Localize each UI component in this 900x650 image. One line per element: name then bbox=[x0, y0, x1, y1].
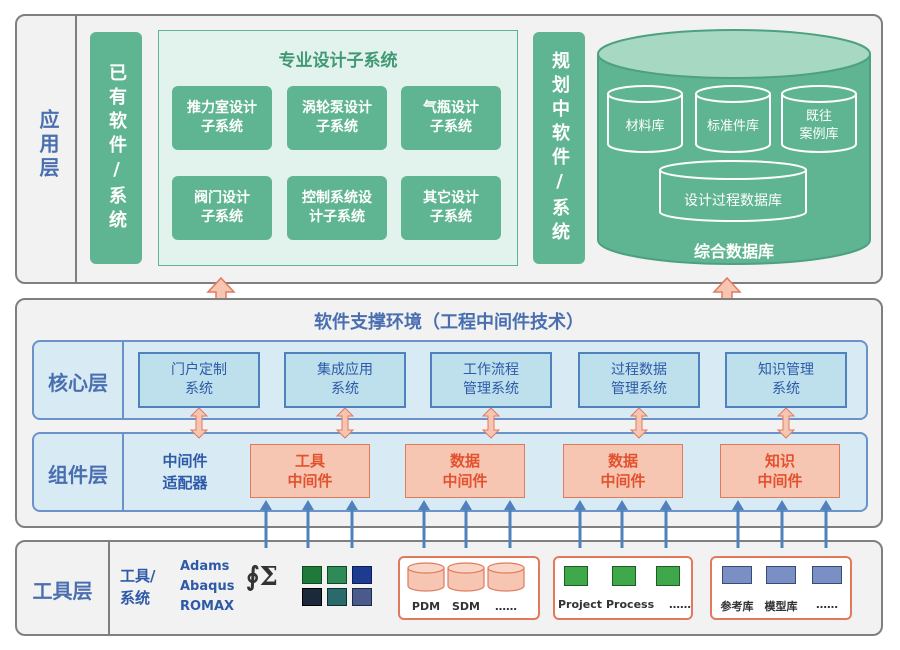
support-environment-title: 软件支撑环境（工程中间件技术） bbox=[314, 312, 584, 333]
database-cylinder bbox=[607, 85, 683, 153]
software-name: Adams bbox=[180, 559, 230, 574]
map-icon bbox=[327, 588, 347, 606]
library-icon bbox=[722, 566, 752, 584]
middleware-box: 工具 中间件 bbox=[250, 444, 370, 498]
core-component-arrows bbox=[189, 407, 796, 439]
database-item-label: 既往 案例库 bbox=[799, 109, 839, 142]
data-cylinder bbox=[407, 562, 445, 592]
library-tool-label: …… bbox=[816, 598, 838, 611]
up-arrow bbox=[460, 500, 472, 548]
data-cylinders bbox=[407, 562, 525, 592]
scan-icon bbox=[302, 588, 322, 606]
core-arrow bbox=[481, 407, 501, 439]
data-cylinder bbox=[447, 562, 485, 592]
data-tool-label: PDM bbox=[411, 600, 441, 613]
up-arrow bbox=[574, 500, 586, 548]
tools-layer-divider bbox=[108, 542, 110, 634]
database-cylinder bbox=[781, 85, 857, 153]
math-symbols: ∮Σ bbox=[246, 562, 278, 592]
globe-icon bbox=[352, 566, 372, 584]
process-tool-label: …… bbox=[669, 598, 691, 611]
up-arrow bbox=[820, 500, 832, 548]
up-arrow bbox=[418, 500, 430, 548]
core-item-box: 门户定制 系统 bbox=[138, 352, 260, 408]
up-arrow bbox=[260, 500, 272, 548]
up-arrow bbox=[660, 500, 672, 548]
core-item-box: 知识管理 系统 bbox=[725, 352, 847, 408]
database-cylinder bbox=[695, 85, 771, 153]
up-arrow bbox=[776, 500, 788, 548]
design-subsystem-item: 推力室设计 子系统 bbox=[172, 86, 272, 150]
design-subsystem-item: 气瓶设计 子系统 bbox=[401, 86, 501, 150]
process-icon bbox=[656, 566, 680, 586]
design-subsystem-title: 专业设计子系统 bbox=[278, 51, 398, 71]
middleware-box: 数据 中间件 bbox=[563, 444, 683, 498]
data-tool-label: SDM bbox=[452, 600, 480, 613]
process-database-label: 设计过程数据库 bbox=[684, 193, 782, 209]
gear-icon bbox=[352, 588, 372, 606]
core-layer-label: 核心层 bbox=[48, 371, 108, 395]
tool-component-arrows bbox=[260, 500, 832, 548]
database-item-label: 材料库 bbox=[625, 119, 665, 134]
tools-layer-label: 工具层 bbox=[32, 579, 93, 603]
application-layer-divider bbox=[75, 16, 77, 282]
core-item-box: 集成应用 系统 bbox=[284, 352, 406, 408]
application-layer-label: 应用层 bbox=[36, 109, 60, 181]
component-layer-divider bbox=[122, 434, 124, 510]
core-item-box: 过程数据 管理系统 bbox=[578, 352, 700, 408]
design-subsystem-item: 其它设计 子系统 bbox=[401, 176, 501, 240]
core-arrow bbox=[189, 407, 209, 439]
middleware-adapter-label: 中间件 适配器 bbox=[162, 452, 208, 492]
process-database-cylinder bbox=[659, 160, 807, 222]
library-tool-label: 参考库 bbox=[720, 600, 754, 613]
library-icon bbox=[766, 566, 796, 584]
up-arrow bbox=[504, 500, 516, 548]
core-arrow bbox=[629, 407, 649, 439]
planned-software-box: 规划中软件/系统 bbox=[533, 32, 585, 264]
up-arrow bbox=[732, 500, 744, 548]
data-tool-label: …… bbox=[495, 600, 517, 613]
process-icon bbox=[564, 566, 588, 586]
design-subsystem-item: 控制系统设 计子系统 bbox=[287, 176, 387, 240]
component-layer-label: 组件层 bbox=[48, 463, 108, 487]
tool-icon-grid bbox=[302, 566, 374, 606]
library-icon bbox=[812, 566, 842, 584]
design-subsystem-item: 阀门设计 子系统 bbox=[172, 176, 272, 240]
tools-subtitle: 工具/ 系统 bbox=[120, 567, 156, 607]
software-name: ROMAX bbox=[180, 599, 235, 614]
core-item-box: 工作流程 管理系统 bbox=[430, 352, 552, 408]
core-arrow bbox=[776, 407, 796, 439]
process-tool-label: Project bbox=[557, 598, 603, 611]
software-name: Abaqus bbox=[180, 579, 235, 594]
database-item-label: 标准件库 bbox=[706, 119, 759, 134]
middleware-box: 数据 中间件 bbox=[405, 444, 525, 498]
up-arrow bbox=[616, 500, 628, 548]
up-arrow bbox=[302, 500, 314, 548]
spreadsheet-icon bbox=[302, 566, 322, 584]
library-tool-label: 模型库 bbox=[764, 600, 798, 613]
up-arrow bbox=[346, 500, 358, 548]
core-layer-divider bbox=[122, 342, 124, 418]
process-icon bbox=[612, 566, 636, 586]
data-cylinder bbox=[487, 562, 525, 592]
eye-icon bbox=[327, 566, 347, 584]
middleware-box: 知识 中间件 bbox=[720, 444, 840, 498]
existing-software-box: 已有软件/系统 bbox=[90, 32, 142, 264]
integrated-database-title: 综合数据库 bbox=[693, 242, 774, 261]
design-subsystem-item: 涡轮泵设计 子系统 bbox=[287, 86, 387, 150]
core-arrow bbox=[335, 407, 355, 439]
process-tool-label: Process bbox=[606, 598, 655, 611]
